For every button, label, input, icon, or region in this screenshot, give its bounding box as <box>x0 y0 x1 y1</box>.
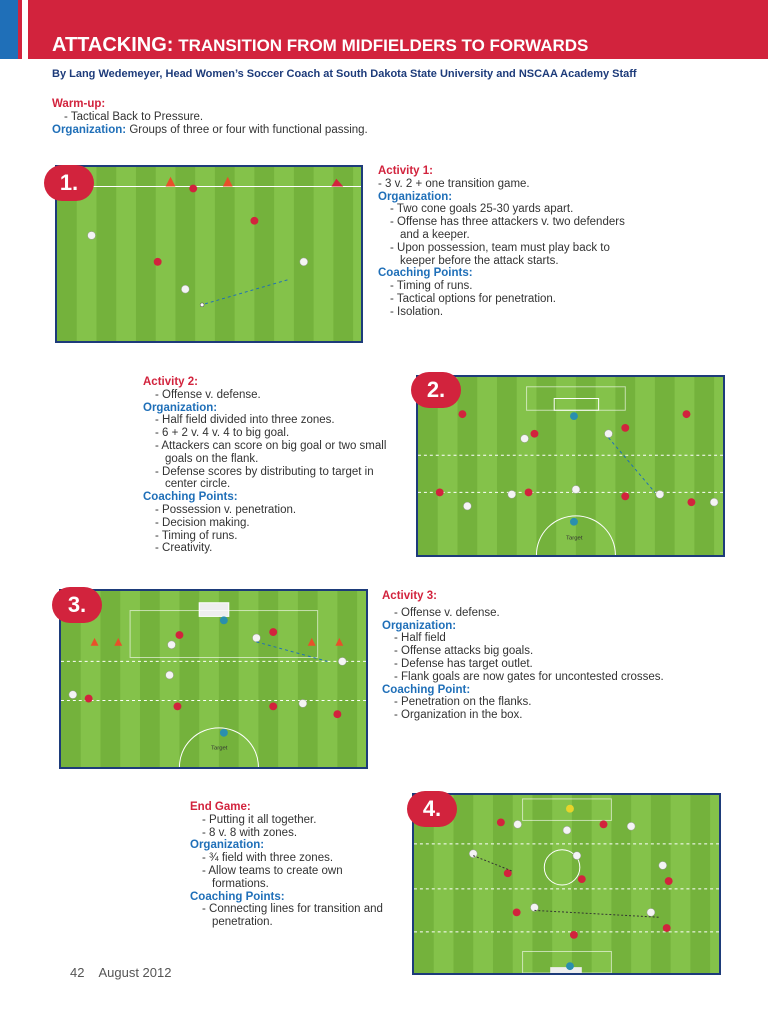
list-item: - Possession v. penetration. <box>155 503 297 516</box>
header-banner: ATTACKING: TRANSITION FROM MIDFIELDERS T… <box>0 0 768 59</box>
activity-3-org-heading: Organization: <box>382 619 457 632</box>
list-item: - Timing of runs. <box>390 280 473 293</box>
list-item: - Allow teams to create own formations. <box>202 864 343 890</box>
activity-1-title: Activity 1: <box>378 165 433 177</box>
list-item: - Upon possession, team must play back t… <box>390 241 610 267</box>
header-white-stripe <box>22 0 28 59</box>
activity-2-intro: - Offense v. defense. <box>155 388 261 401</box>
page-number: 42 <box>70 965 85 980</box>
activity-1-diagram <box>55 165 363 343</box>
list-item: - Isolation. <box>390 305 444 318</box>
warmup-item: - Tactical Back to Pressure. <box>64 110 204 123</box>
list-item: - 8 v. 8 with zones. <box>202 826 298 839</box>
list-item: - Defense scores by distributing to targ… <box>155 465 374 491</box>
activity-2-title: Activity 2: <box>143 376 198 388</box>
activity-2-target-label: Target <box>566 535 583 541</box>
end-game-org-heading: Organization: <box>190 839 265 852</box>
warmup-section: Warm-up: - Tactical Back to Pressure. Or… <box>52 98 452 136</box>
list-item: - Flank goals are now gates for uncontes… <box>394 670 664 683</box>
list-item: - Offense has three attackers v. two def… <box>390 216 625 241</box>
list-item: - Penetration on the flanks. <box>394 696 532 709</box>
activity-3-intro: - Offense v. defense. <box>394 606 500 619</box>
list-item: - Half field <box>394 632 446 645</box>
header-blue-bar <box>0 0 18 59</box>
issue-date: August 2012 <box>98 965 172 980</box>
list-item: - Half field divided into three zones. <box>155 414 335 427</box>
list-item: - 6 + 2 v. 4 v. 4 to big goal. <box>155 427 290 440</box>
activity-2-badge: 2. <box>411 372 461 408</box>
list-item: - Attackers can score on big goal or two… <box>155 439 387 465</box>
page-footer: 42 August 2012 <box>70 965 185 980</box>
list-item: - Offense attacks big goals. <box>394 645 534 658</box>
warmup-organization: Organization: Groups of three or four wi… <box>52 123 368 136</box>
activity-2-org-heading: Organization: <box>143 401 218 414</box>
list-item: - Defense has target outlet. <box>394 657 533 670</box>
byline: By Lang Wedemeyer, Head Women’s Soccer C… <box>52 68 637 80</box>
list-item: - Connecting lines for transition and pe… <box>202 903 383 929</box>
list-item: - ¾ field with three zones. <box>202 852 334 865</box>
activity-2-diagram: Target <box>416 375 725 557</box>
list-item: - Decision making. <box>155 516 250 529</box>
end-game-text: End Game: - Putting it all together. - 8… <box>190 801 402 929</box>
warmup-heading: Warm-up: <box>52 98 106 110</box>
list-item: - Organization in the box. <box>394 709 523 722</box>
list-item: - Putting it all together. <box>202 813 317 826</box>
activity-1-intro: - 3 v. 2 + one transition game. <box>378 177 530 190</box>
end-game-title: End Game: <box>190 801 251 813</box>
activity-3-cp-heading: Coaching Point: <box>382 683 471 696</box>
end-game-cp-heading: Coaching Points: <box>190 890 285 903</box>
activity-1-badge: 1. <box>44 165 94 201</box>
activity-3-title: Activity 3: <box>382 590 437 602</box>
activity-3-diagram: Target <box>59 589 368 769</box>
activity-1-cp-heading: Coaching Points: <box>378 267 473 280</box>
activity-3-badge: 3. <box>52 587 102 623</box>
activity-2-cp-heading: Coaching Points: <box>143 491 238 504</box>
list-item: - Creativity. <box>155 542 213 555</box>
page-title: ATTACKING: TRANSITION FROM MIDFIELDERS T… <box>52 34 589 56</box>
activity-2-text: Activity 2: - Offense v. defense. Organi… <box>143 376 408 555</box>
list-item: - Two cone goals 25-30 yards apart. <box>390 203 574 216</box>
list-item: - Tactical options for penetration. <box>390 292 557 305</box>
activity-1-org-heading: Organization: <box>378 190 453 203</box>
end-game-diagram <box>412 793 721 975</box>
end-game-badge: 4. <box>407 791 457 827</box>
activity-3-text: Activity 3: - Offense v. defense. Organi… <box>382 590 712 722</box>
activity-1-text: Activity 1: - 3 v. 2 + one transition ga… <box>378 165 628 319</box>
activity-3-target-label: Target <box>211 745 228 751</box>
list-item: - Timing of runs. <box>155 529 238 542</box>
